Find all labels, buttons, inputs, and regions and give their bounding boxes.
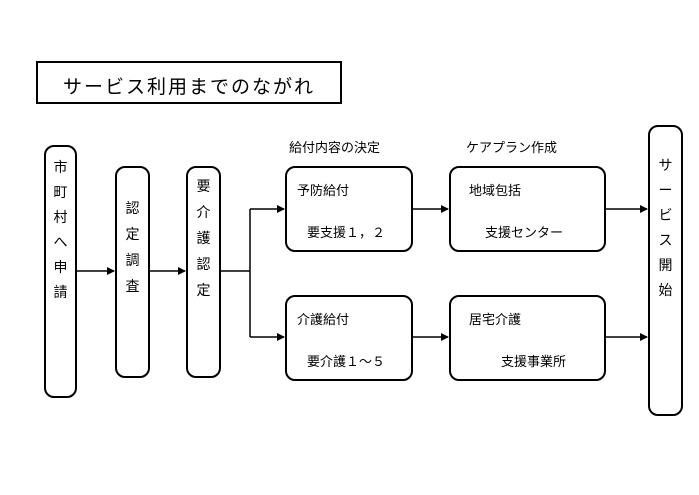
title-box: サービス利用までのながれ [36, 61, 342, 104]
office-title: 居宅介護 [469, 313, 522, 328]
care-title: 介護給付 [297, 313, 350, 328]
vertical-char: 認 [196, 257, 211, 273]
service-start-label: サービス開始 [650, 159, 681, 309]
vertical-char: 査 [125, 279, 140, 295]
vertical-char: 定 [196, 283, 211, 299]
vertical-char: 市 [53, 160, 68, 176]
vertical-char: 請 [53, 285, 68, 301]
vertical-char: 要 [196, 179, 211, 195]
care-detail: 要介護１～５ [307, 355, 386, 370]
support-center-box: 地域包括 支援センター [449, 166, 606, 252]
prevention-title: 予防給付 [297, 184, 350, 199]
vertical-char: 村 [53, 210, 68, 226]
vertical-char: 定 [125, 227, 140, 243]
center-title: 地域包括 [469, 184, 522, 199]
vertical-char: ス [658, 233, 673, 249]
vertical-char: ビ [658, 208, 673, 224]
care-benefit-box: 介護給付 要介護１～５ [285, 295, 413, 381]
header-benefit-decision: 給付内容の決定 [289, 141, 381, 156]
vertical-char: 介 [196, 205, 211, 221]
vertical-char: 町 [53, 185, 68, 201]
center-detail: 支援センター [485, 226, 564, 241]
prevention-benefit-box: 予防給付 要支援１，２ [285, 166, 413, 252]
vertical-char: 始 [658, 283, 673, 299]
vertical-char: 調 [125, 253, 140, 269]
vertical-char: 護 [196, 231, 211, 247]
office-detail: 支援事業所 [501, 355, 567, 370]
vertical-char: 開 [658, 258, 673, 274]
header-care-plan: ケアプラン作成 [466, 141, 558, 156]
vertical-char: へ [53, 235, 68, 251]
vertical-char: ー [658, 183, 673, 199]
service-start-box: サービス開始 [648, 125, 683, 416]
certification-box: 要介護認定 [186, 166, 221, 378]
survey-label: 認定調査 [117, 202, 148, 306]
apply-label: 市町村へ申請 [46, 161, 75, 311]
certification-label: 要介護認定 [188, 180, 219, 310]
prevention-detail: 要支援１，２ [307, 226, 386, 241]
home-care-office-box: 居宅介護 支援事業所 [449, 295, 606, 381]
diagram-title: サービス利用までのながれ [62, 76, 315, 98]
vertical-char: 認 [125, 201, 140, 217]
survey-box: 認定調査 [115, 166, 150, 378]
vertical-char: サ [658, 158, 673, 174]
apply-box: 市町村へ申請 [44, 145, 77, 398]
vertical-char: 申 [53, 260, 68, 276]
